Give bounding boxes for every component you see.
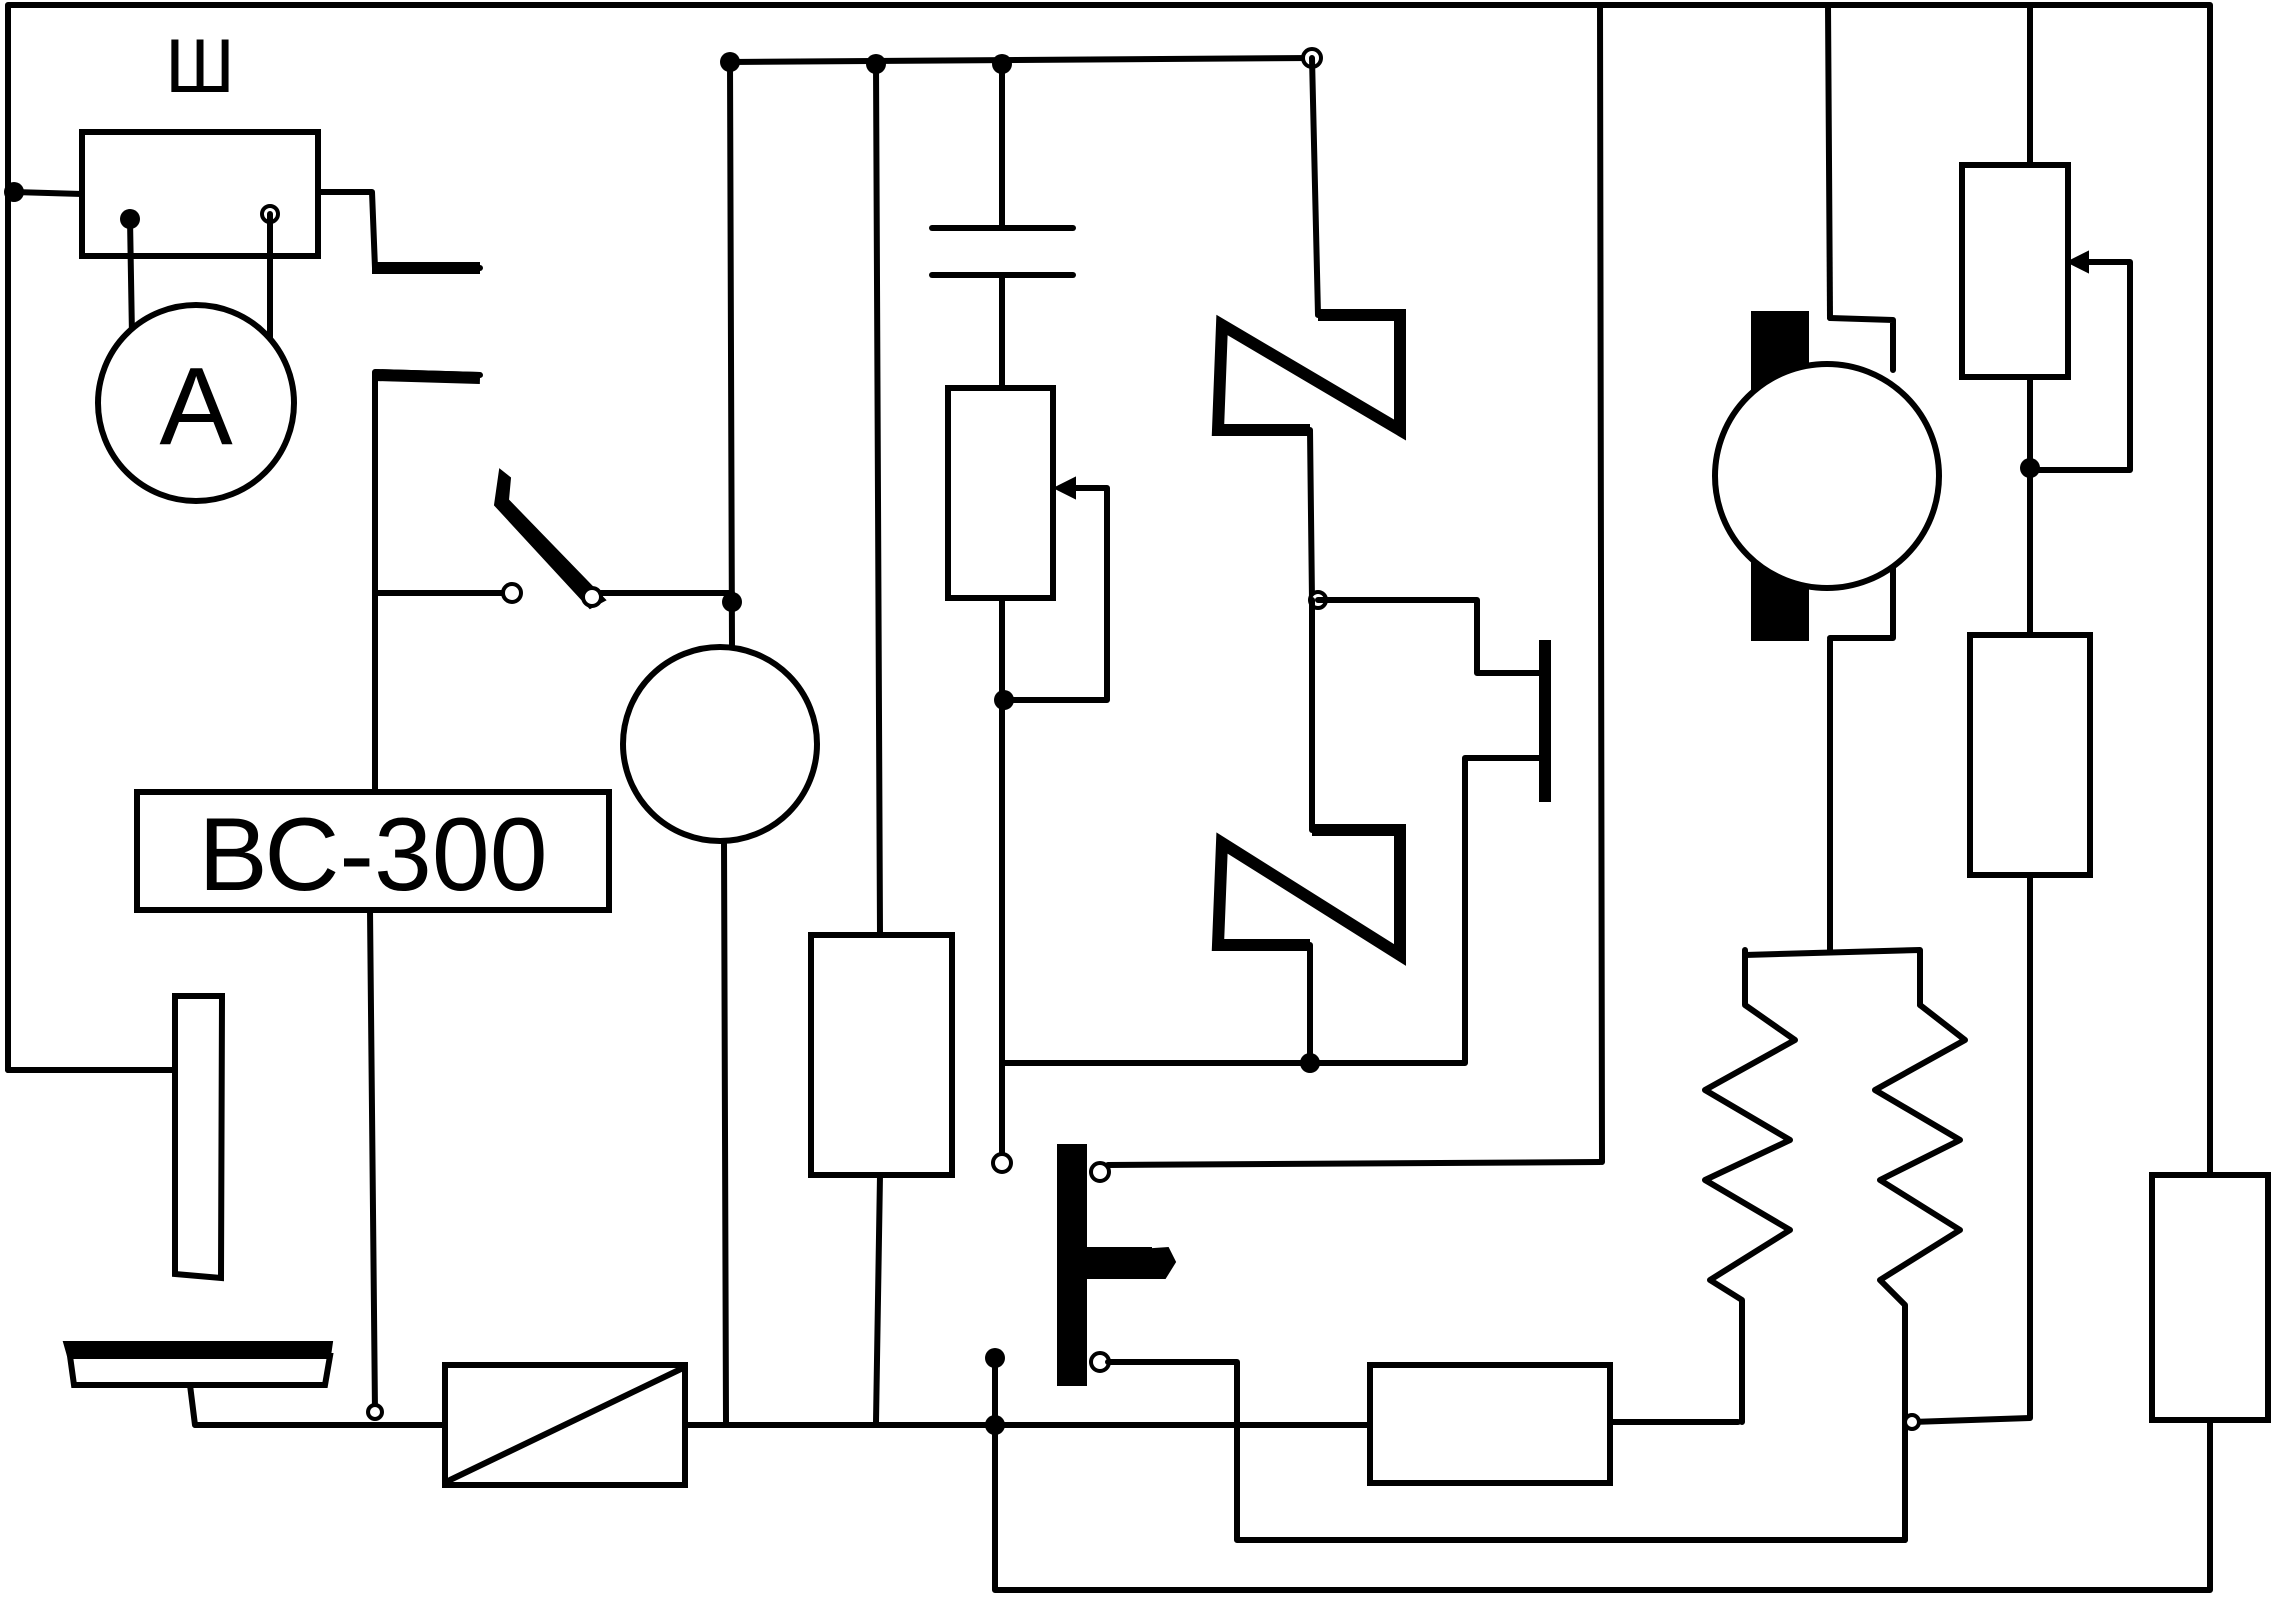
relay-coils: [1211, 55, 1551, 1073]
rheostat-column: [1903, 2, 2133, 1431]
contact-block: [1057, 2, 1908, 1543]
unit-label: ВС-300: [198, 797, 547, 913]
choke: [442, 1362, 688, 1488]
resistor-branch-1: [808, 61, 955, 1425]
shunt-label: Ш: [165, 24, 235, 109]
ammeter: A: [95, 302, 297, 504]
capacitor-rheostat-branch: [929, 61, 1315, 1174]
top-bus: [720, 47, 1323, 74]
shunt: Ш: [4, 24, 483, 351]
electrode-holder: [62, 993, 448, 1428]
heating-coils: [1702, 947, 1968, 1543]
motor: [1712, 2, 1942, 953]
outer-frame-wires: [5, 2, 2213, 1593]
switch-branch: [372, 369, 735, 793]
generator-branch: [620, 59, 820, 1425]
bottom-resistor: [1367, 1362, 1613, 1486]
unit-vs300: ВС-300: [134, 789, 612, 1421]
right-resistor: [2149, 1172, 2271, 1423]
ammeter-label: A: [159, 345, 233, 468]
